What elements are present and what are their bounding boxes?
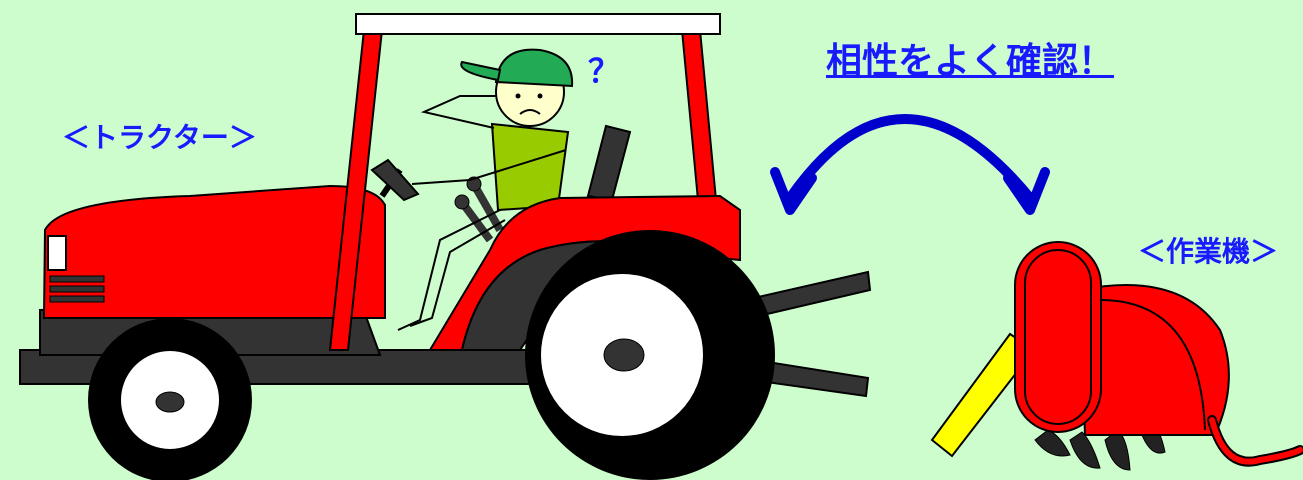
grille-slat — [50, 296, 104, 302]
double-arrow — [775, 119, 1045, 210]
tine — [1035, 430, 1070, 456]
driver-shirt — [492, 124, 568, 210]
front-wheel — [88, 318, 252, 480]
lever-knob — [455, 195, 469, 209]
tractor-label: ＜トラクター＞ — [62, 116, 257, 156]
grille-slat — [50, 286, 104, 292]
question-mark: ？ — [588, 46, 620, 92]
driver-eye — [538, 94, 543, 99]
rear-wheel — [525, 230, 775, 480]
grille-slat — [50, 276, 104, 282]
tiller-housing — [1080, 285, 1229, 435]
driver-cap — [496, 50, 572, 86]
rops-frame-rear — [682, 30, 716, 200]
seat — [588, 126, 630, 200]
tractor — [20, 14, 870, 480]
implement-label: ＜作業機＞ — [1138, 230, 1278, 270]
driver-cap-brim — [461, 62, 500, 80]
driver-eye — [516, 94, 521, 99]
steering-wheel — [372, 160, 418, 200]
rotary-tiller — [932, 242, 1300, 470]
rops-canopy — [356, 14, 720, 34]
compatibility-check-label: 相性をよく確認！ — [826, 32, 1114, 84]
tine — [1070, 432, 1100, 468]
headlight — [48, 236, 66, 270]
driver-arm-raised — [424, 96, 500, 128]
